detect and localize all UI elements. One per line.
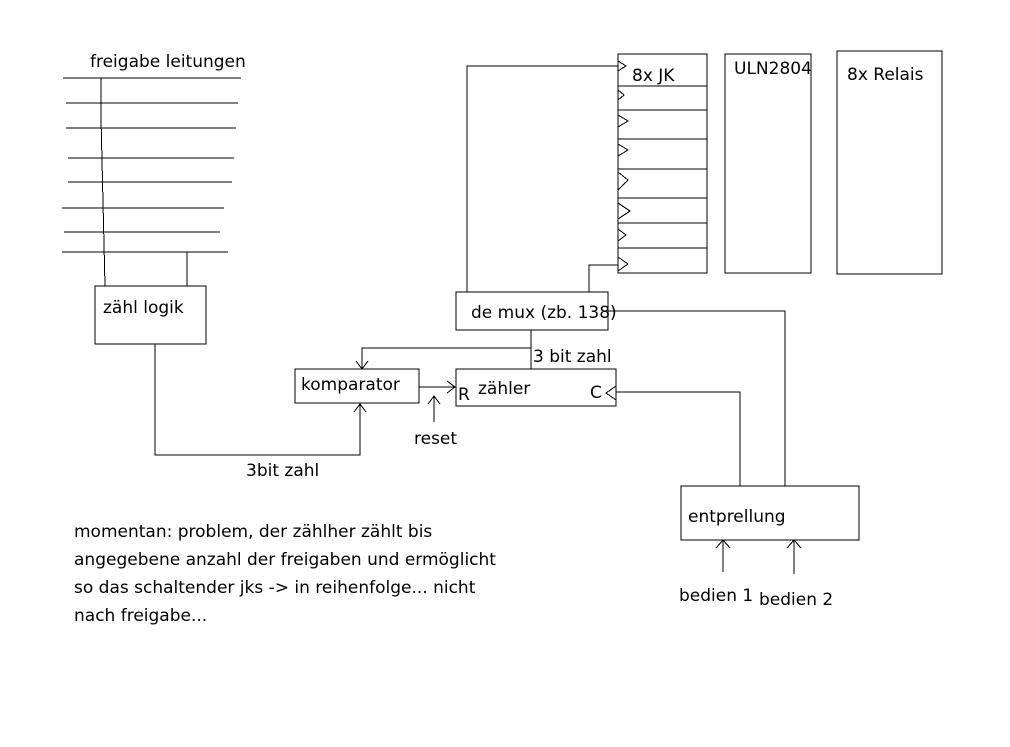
note-line-2: angegebene anzahl der freigaben und ermö… xyxy=(74,550,496,570)
freigabe-title: freigabe leitungen xyxy=(90,52,246,72)
relais-box xyxy=(836,50,943,275)
jk-clock-4 xyxy=(617,143,629,157)
jk-clock-5 xyxy=(617,171,629,191)
zaehler-label: zähler xyxy=(478,379,530,399)
jk-clock-6 xyxy=(617,202,631,220)
jk-box xyxy=(617,53,708,274)
label-bedien1: bedien 1 xyxy=(679,586,753,606)
zaehl-logik-label: zähl logik xyxy=(103,298,184,318)
wire-logik-komparator xyxy=(154,344,361,456)
problem-note: momentan: problem, der zählher zählt bis… xyxy=(74,522,496,626)
demux-label: de mux (zb. 138) xyxy=(471,303,617,323)
arrow-bedien1 xyxy=(715,539,731,549)
arrow-into-komparator-bottom xyxy=(353,403,367,413)
komparator-box xyxy=(294,368,420,404)
freigabe-tap-1b xyxy=(100,117,106,287)
uln-label: ULN2804 xyxy=(734,59,812,79)
wire-zaehler-komparator xyxy=(361,347,531,369)
arrow-reset xyxy=(427,395,441,405)
wire-entprellung-zaehler-c xyxy=(616,391,741,486)
jk-clock-7 xyxy=(617,228,627,242)
zaehler-c-label: C xyxy=(590,383,602,403)
jk-clock-2 xyxy=(617,89,625,101)
jk-clock-1 xyxy=(617,60,627,72)
zaehler-box xyxy=(455,368,617,407)
komparator-label: komparator xyxy=(301,375,400,395)
note-line-4: nach freigabe... xyxy=(74,606,207,626)
label-3-bit-zahl: 3 bit zahl xyxy=(533,347,612,367)
arrow-into-komparator-top xyxy=(355,360,369,370)
uln-box xyxy=(724,53,812,274)
jk-dividers xyxy=(618,85,707,249)
wire-demux-jk-top xyxy=(466,65,618,292)
label-reset: reset xyxy=(414,429,457,449)
note-line-1: momentan: problem, der zählher zählt bis xyxy=(74,522,432,542)
label-3bit-zahl-b: 3bit zahl xyxy=(246,461,319,481)
jk-clock-8 xyxy=(617,256,629,272)
zaehl-logik-box xyxy=(94,285,207,345)
zaehler-r-label: R xyxy=(458,385,470,405)
relais-label: 8x Relais xyxy=(847,65,924,85)
jk-clock-markers xyxy=(617,60,631,272)
wire-demux-entprellung xyxy=(608,310,786,493)
arrow-into-zaehler-r xyxy=(446,380,456,394)
entprellung-label: entprellung xyxy=(688,507,786,527)
entprellung-box xyxy=(680,485,860,541)
jk-label: 8x JK xyxy=(632,66,675,86)
label-bedien2: bedien 2 xyxy=(759,590,833,610)
zaehler-clock-marker xyxy=(605,385,617,401)
demux-box xyxy=(455,291,609,331)
note-line-3: so das schaltender jks -> in reihenfolge… xyxy=(74,578,476,598)
freigabe-lines xyxy=(62,77,241,287)
wire-demux-jk-bottom xyxy=(588,264,618,292)
arrow-bedien2 xyxy=(786,539,802,549)
jk-clock-3 xyxy=(617,114,629,128)
